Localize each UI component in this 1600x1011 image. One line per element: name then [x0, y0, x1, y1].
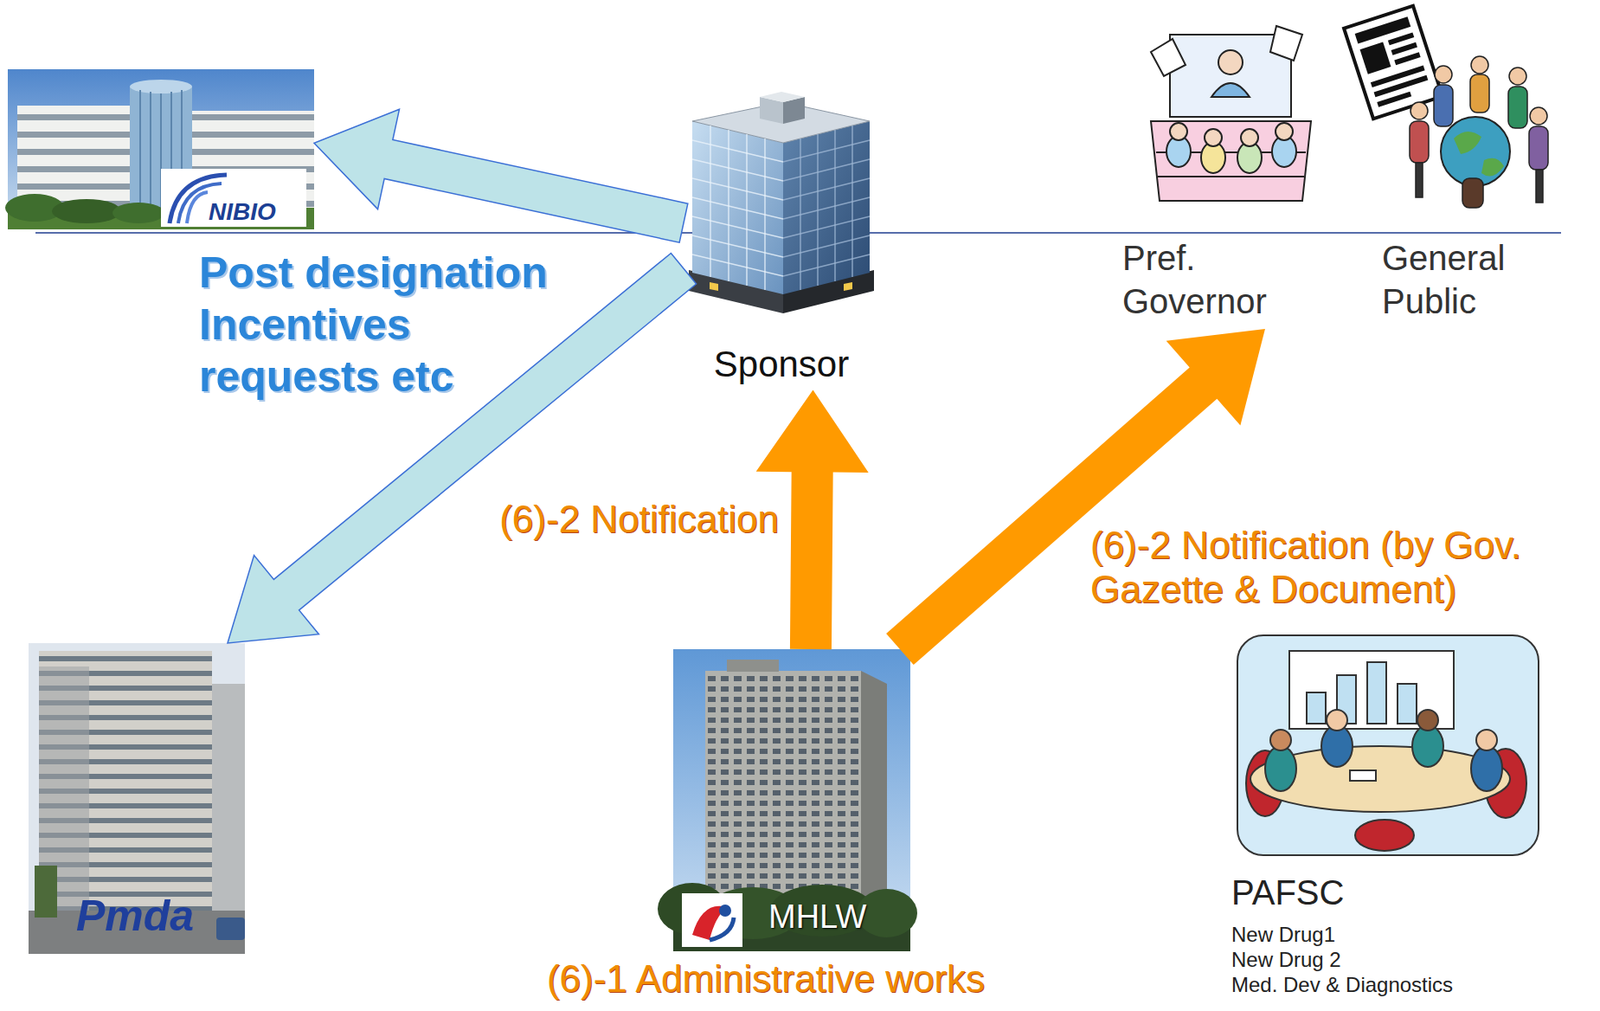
block-arrow	[756, 389, 869, 649]
pmda-photo	[28, 642, 245, 954]
pafsc-clipart	[1237, 635, 1539, 855]
node-label: PAFSC	[1231, 871, 1491, 913]
sponsor-building	[688, 91, 874, 314]
entity-node: MHLW	[673, 648, 911, 952]
node-label: Pmda	[76, 889, 206, 942]
node-label: Med. Dev & Diagnostics	[1231, 972, 1526, 998]
edge-label: (6)-2 Notification	[415, 497, 779, 542]
node-label: New Drug 2	[1231, 947, 1526, 973]
public-clipart	[1343, 6, 1549, 208]
mhlw-photo	[657, 648, 918, 952]
entity-node: General Public	[1346, 3, 1559, 328]
annotation: (6)-1 Administrative works	[519, 957, 1013, 1002]
annotation: Post designation Incentives requests etc	[199, 246, 580, 403]
entity-node: Pref. Governor	[1122, 17, 1318, 329]
block-arrow	[227, 252, 697, 643]
node-label: NIBIO	[208, 197, 304, 227]
entity-node: Pmda	[28, 642, 245, 954]
block-arrow	[314, 109, 688, 243]
entity-node: NIBIO	[7, 69, 315, 231]
nibio-photo	[5, 69, 315, 230]
node-label: Pref. Governor	[1122, 236, 1300, 323]
entity-node: PAFSC New Drug1New Drug 2Med. Dev & Diagn…	[1228, 632, 1551, 1003]
entity-node: Sponsor	[683, 86, 883, 390]
edge-label: (6)-2 Notification (by Gov. Gazette & Do…	[1090, 523, 1541, 611]
node-label: General Public	[1381, 236, 1556, 323]
node-label: Sponsor	[683, 342, 880, 386]
block-arrow	[886, 328, 1266, 665]
node-label: New Drug1	[1231, 922, 1526, 948]
node-label: MHLW	[768, 897, 899, 938]
governor-clipart	[1150, 25, 1311, 201]
